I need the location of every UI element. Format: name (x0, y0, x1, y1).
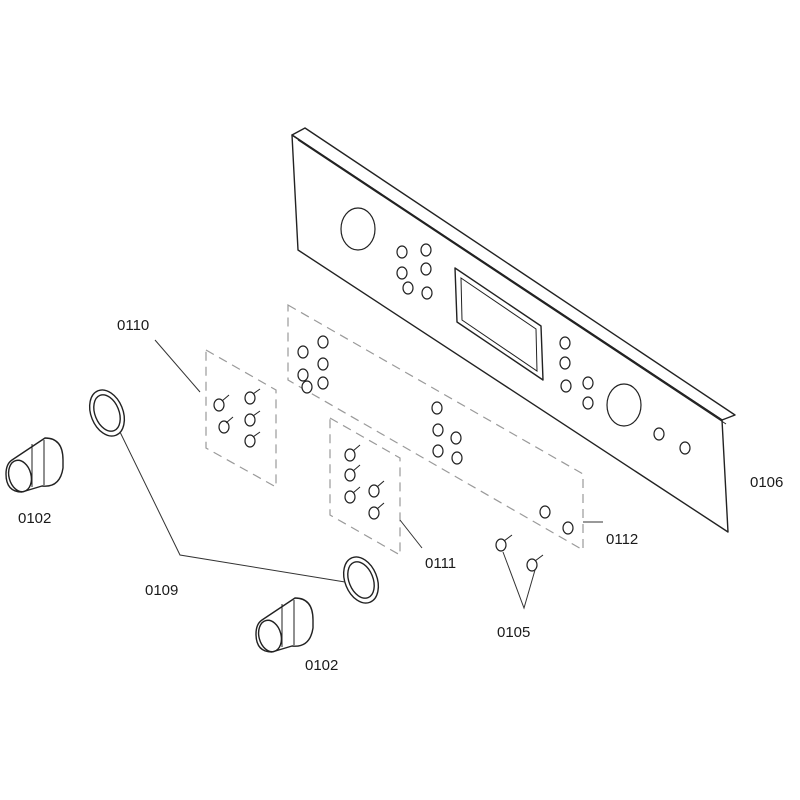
front-panel (291, 127, 736, 533)
panel-button-holes-right (559, 336, 594, 410)
label-support-middle: 0111 (425, 555, 456, 572)
panel-knob-hole-right (606, 383, 642, 427)
label-support-left: 0110 (117, 317, 149, 334)
knob-left (5, 437, 64, 493)
label-screws: 0105 (497, 624, 530, 641)
panel-button-holes-left (396, 243, 433, 300)
label-knob-right: 0102 (305, 657, 338, 674)
label-panel: 0106 (750, 474, 783, 491)
screws (495, 534, 544, 572)
label-rings: 0109 (145, 582, 178, 599)
knob-right (255, 597, 314, 653)
panel-display-window (454, 267, 544, 381)
trim-ring-left (88, 389, 126, 437)
trim-ring-right (342, 556, 380, 604)
support-plate-right (287, 303, 584, 552)
panel-knob-hole-left (340, 207, 376, 251)
panel-indicator-holes (653, 427, 691, 455)
label-support-right: 0112 (606, 531, 638, 548)
support-plate-middle (329, 416, 401, 557)
label-knob-left: 0102 (18, 510, 51, 527)
leader-lines (119, 339, 603, 610)
support-plate-left (205, 348, 277, 489)
